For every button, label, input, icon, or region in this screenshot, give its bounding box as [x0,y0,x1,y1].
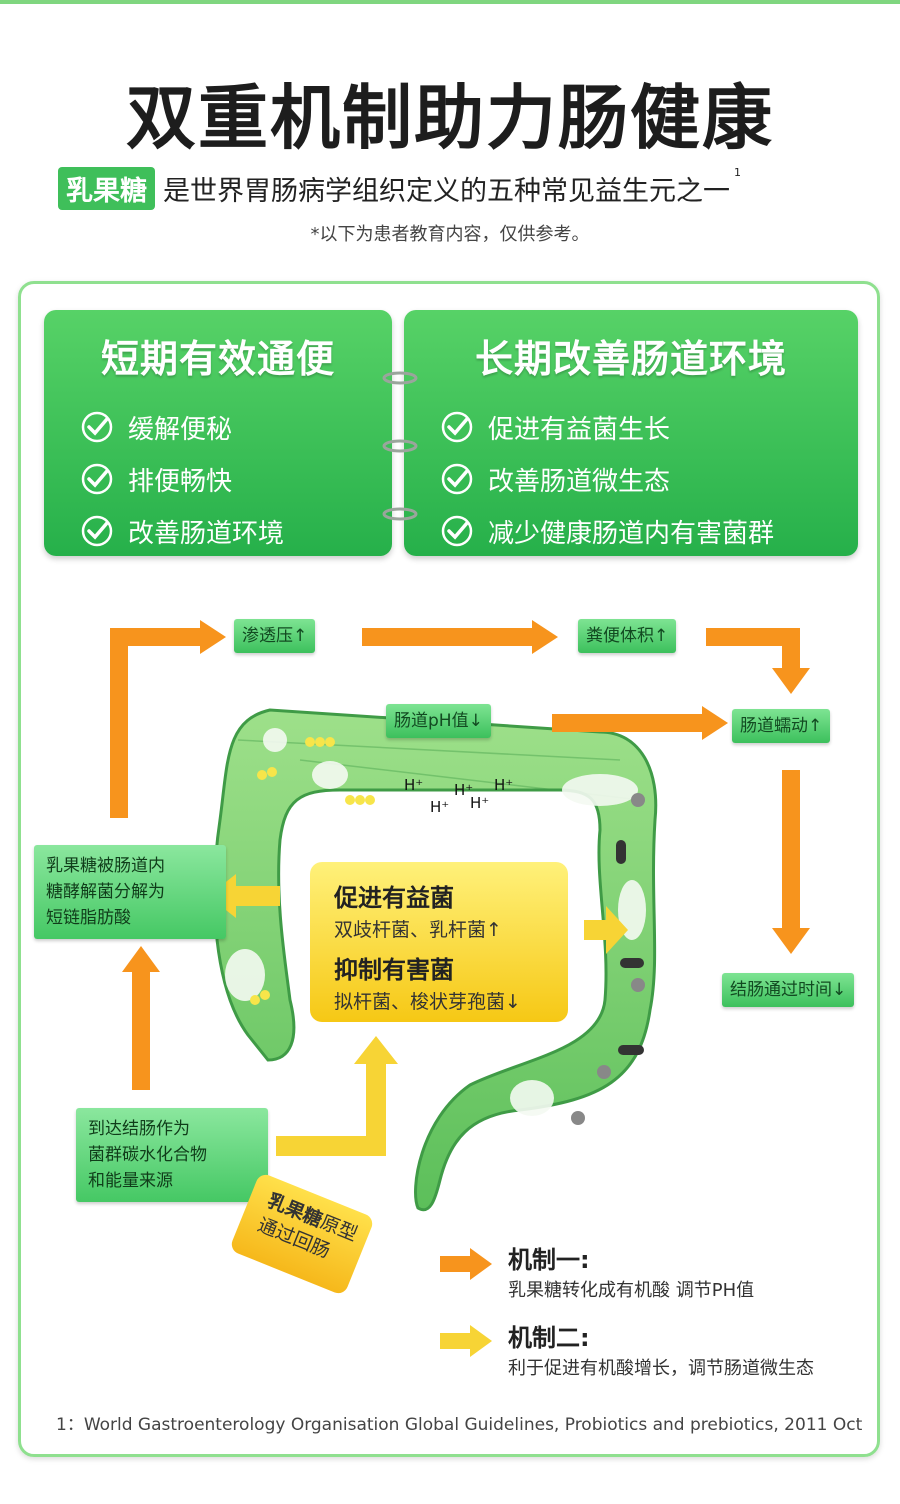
footnote: 1：World Gastroenterology Organisation Gl… [56,1415,863,1435]
svg-text:H⁺: H⁺ [454,781,473,799]
promote-heading: 促进有益菌 [334,884,454,912]
check-icon [81,463,113,495]
reach-colon-box: 到达结肠作为 菌群碳水化合物 和能量来源 [76,1108,268,1202]
inhibit-heading: 抑制有害菌 [334,956,454,984]
check-icon [441,411,473,443]
short-item: 缓解便秘 [80,401,392,453]
binder-rings-icon [382,371,418,521]
long-item: 减少健康肠道内有害菌群 [440,505,858,557]
promote-text: 双歧杆菌、乳杆菌↑ [334,919,502,941]
check-icon [441,515,473,547]
svg-text:H⁺: H⁺ [470,794,489,812]
short-item: 改善肠道环境 [80,505,392,557]
svg-text:H⁺: H⁺ [494,776,513,794]
short-term-card: 短期有效通便 缓解便秘 排便畅快 改善肠道环境 [44,310,392,556]
page-title: 双重机制助力肠健康 [126,77,774,159]
ph-label: 肠道pH值↓ [386,704,491,738]
subtitle-row: 乳果糖 是世界胃肠病学组织定义的五种常见益生元之一 1 [58,166,741,210]
inhibit-text: 拟杆菌、梭状芽孢菌↓ [334,991,521,1013]
long-term-card: 长期改善肠道环境 促进有益菌生长 改善肠道微生态 减少健康肠道内有害菌群 [404,310,858,556]
decompose-box: 乳果糖被肠道内 糖酵解菌分解为 短链脂肪酸 [34,845,226,939]
long-term-title: 长期改善肠道环境 [474,337,787,381]
content-frame [18,281,880,1457]
top-accent-line [0,0,900,4]
short-term-title: 短期有效通便 [100,337,335,381]
svg-text:H⁺: H⁺ [404,776,423,794]
transit-time-label: 结肠通过时间↓ [722,973,855,1007]
yellow-arrows [208,874,628,1156]
footnote-ref: 1 [734,165,741,179]
lactulose-tag: 乳果糖 [58,166,155,210]
svg-text:H⁺: H⁺ [430,798,449,816]
check-icon [441,463,473,495]
center-effects-box: 促进有益菌 双歧杆菌、乳杆菌↑ 抑制有害菌 拟杆菌、梭状芽孢菌↓ [310,862,568,1022]
subtitle-text: 是世界胃肠病学组织定义的五种常见益生元之一 [163,175,730,207]
long-item: 促进有益菌生长 [440,401,858,453]
check-icon [81,411,113,443]
disclaimer-note: *以下为患者教育内容，仅供参考。 [310,224,590,245]
legend-arrows [440,1248,492,1357]
hydrogen-ions: H⁺ H⁺ H⁺ H⁺ H⁺ [404,776,513,816]
long-item: 改善肠道微生态 [440,453,858,505]
osmotic-pressure-label: 渗透压↑ [234,619,316,653]
check-icon [81,515,113,547]
peristalsis-label: 肠道蠕动↑ [732,709,831,743]
stool-volume-label: 粪便体积↑ [578,619,677,653]
short-item: 排便畅快 [80,453,392,505]
orange-arrows [110,620,810,1090]
